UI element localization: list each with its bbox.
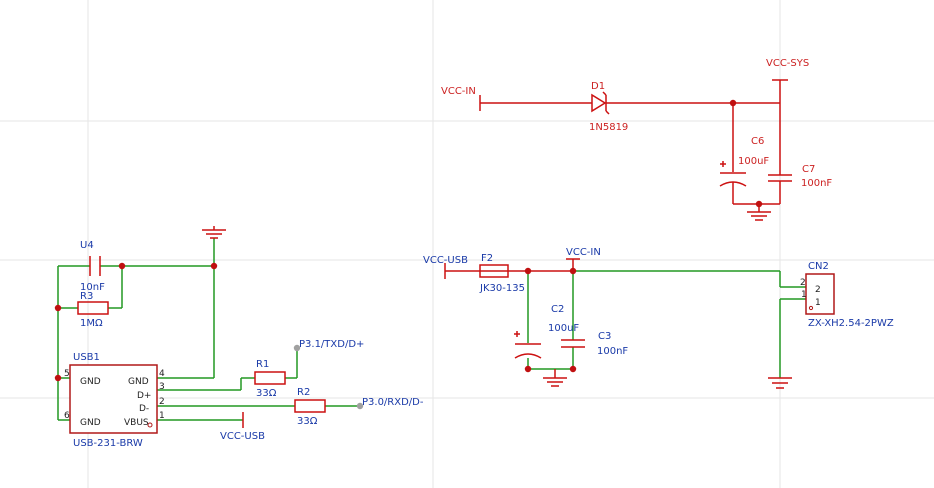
resistor-r3[interactable] — [77, 301, 109, 315]
resistor-r1[interactable] — [254, 371, 286, 385]
pin-number-1: 1 — [159, 411, 165, 421]
junction-dot — [755, 200, 763, 208]
junction-dot — [569, 365, 577, 373]
junction-dot — [54, 304, 62, 312]
connector-cn2[interactable] — [805, 273, 835, 315]
cn2-pin-label-1: 1 — [815, 298, 821, 308]
pin-label-gnd: GND — [80, 418, 101, 428]
pin1-marker — [147, 422, 153, 428]
capacitor-c2[interactable] — [514, 331, 542, 359]
vcc-in-label: VCC-IN — [441, 86, 476, 97]
pin-number-5: 5 — [64, 369, 70, 379]
u4-ref: U4 — [80, 240, 94, 251]
junction-dot — [118, 262, 126, 270]
u4-value: 10nF — [80, 282, 105, 293]
f2-value: JK30-135 — [479, 283, 525, 294]
vcc-usb-label: VCC-USB — [220, 431, 265, 442]
junction-dot — [729, 99, 737, 107]
c3-ref: C3 — [598, 331, 611, 342]
r3-value: 1MΩ — [80, 318, 103, 329]
usb-section-components — [77, 226, 326, 428]
junction-dot — [569, 267, 577, 275]
junction-dot — [210, 262, 218, 270]
cn2-value: ZX-XH2.54-2PWZ — [808, 318, 894, 329]
pin-label-dplus: D+ — [137, 391, 151, 401]
cn2-pin-label-2: 2 — [815, 285, 821, 295]
ground-symbol-input — [543, 369, 567, 387]
pin-label-gnd: GND — [128, 377, 149, 387]
cn2-ref: CN2 — [808, 261, 829, 272]
junction-dot — [54, 374, 62, 382]
usb1-value: USB-231-BRW — [73, 438, 143, 449]
ground-symbol-usb — [202, 226, 226, 239]
junction-dot — [524, 267, 532, 275]
pin-number-2: 2 — [159, 397, 165, 407]
pin-label-dminus: D- — [139, 404, 149, 414]
c2-value: 100uF — [548, 323, 579, 334]
c6-ref: C6 — [751, 136, 764, 147]
pin-number-6: 6 — [64, 411, 70, 421]
input-section-components — [444, 258, 792, 389]
vcc-sys-label: VCC-SYS — [766, 58, 809, 69]
c6-value: 100uF — [738, 156, 769, 167]
c7-value: 100nF — [801, 178, 832, 189]
vcc-in-input-label: VCC-IN — [566, 247, 601, 258]
pin-number-3: 3 — [159, 382, 165, 392]
vcc-usb-input-label: VCC-USB — [423, 255, 468, 266]
junction-dot — [524, 365, 532, 373]
c3-value: 100nF — [597, 346, 628, 357]
ground-symbol-cn2 — [768, 377, 792, 389]
r2-ref: R2 — [297, 387, 310, 398]
pin-label-vbus: VBUS — [124, 418, 149, 428]
capacitor-u4[interactable] — [89, 256, 101, 276]
pin-label-gnd: GND — [80, 377, 101, 387]
net-label-txd: P3.1/TXD/D+ — [299, 339, 364, 350]
pin-number-4: 4 — [159, 369, 165, 379]
usb1-ref: USB1 — [73, 352, 100, 363]
d1-ref: D1 — [591, 81, 605, 92]
d1-value: 1N5819 — [589, 122, 628, 133]
c7-ref: C7 — [802, 164, 815, 175]
r3-ref: R3 — [80, 291, 93, 302]
cn2-pin1-marker — [808, 305, 814, 311]
r2-value: 33Ω — [297, 416, 318, 427]
resistor-r2[interactable] — [294, 399, 326, 413]
net-port-txd-dot[interactable] — [293, 344, 301, 352]
power-section — [479, 79, 792, 221]
capacitor-c3[interactable] — [561, 339, 585, 348]
r1-ref: R1 — [256, 359, 269, 370]
cn2-pin-number-2: 2 — [800, 278, 806, 288]
net-label-rxd: P3.0/RXD/D- — [362, 397, 424, 408]
net-port-rxd-dot[interactable] — [356, 402, 364, 410]
usb1-connector[interactable] — [69, 364, 158, 434]
r1-value: 33Ω — [256, 388, 277, 399]
cn2-pin-number-1: 1 — [801, 290, 807, 300]
input-section-wires — [527, 270, 806, 378]
f2-ref: F2 — [481, 253, 493, 264]
c2-ref: C2 — [551, 304, 564, 315]
